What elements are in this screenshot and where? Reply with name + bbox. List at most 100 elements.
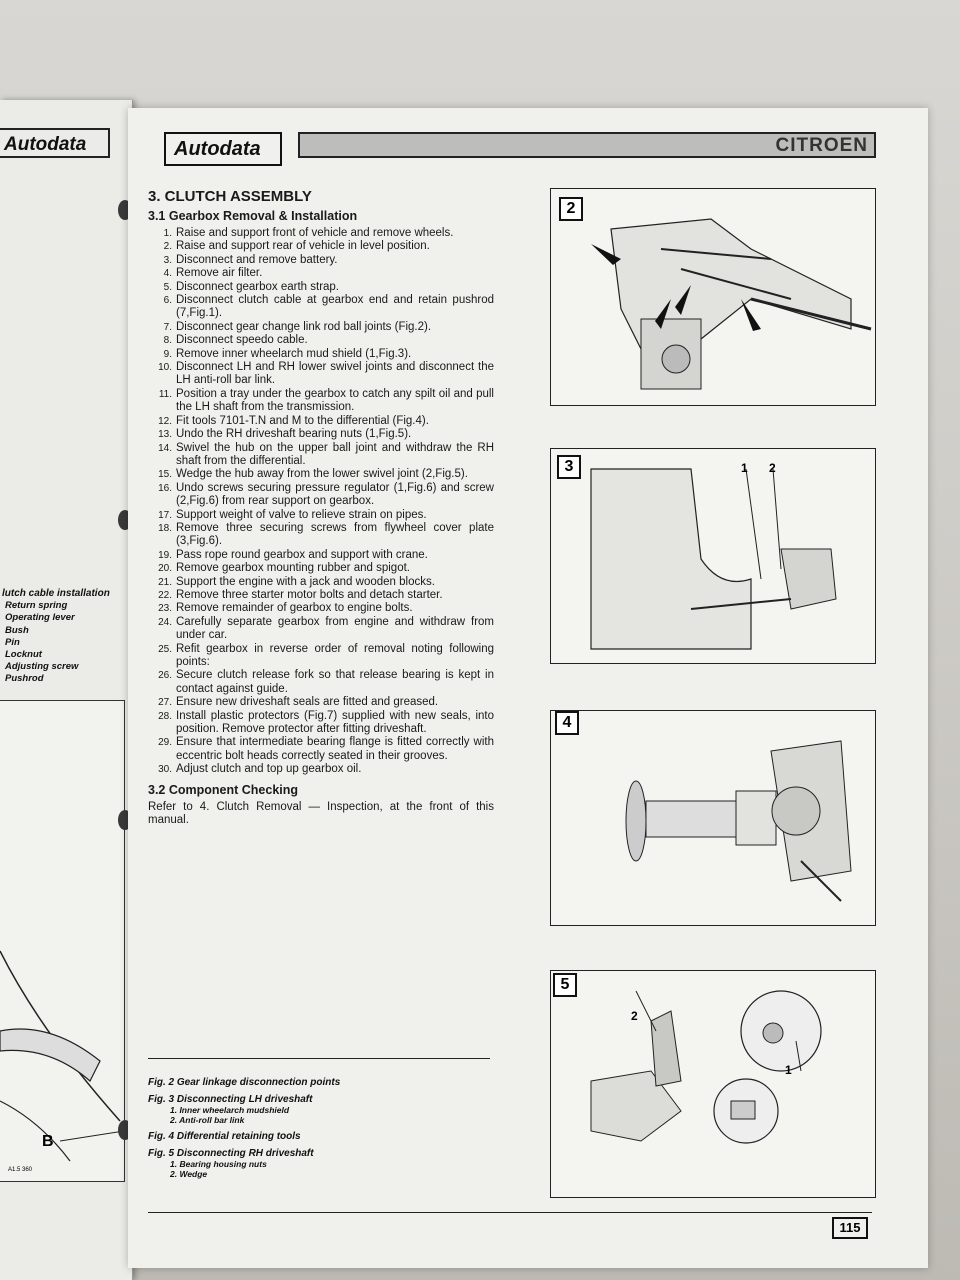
step-number: 27.: [158, 697, 172, 709]
figure-3: 3 1 2: [550, 448, 876, 664]
step-item: 11.Position a tray under the gearbox to …: [148, 388, 494, 415]
subsection-title-2: 3.2 Component Checking: [148, 782, 299, 797]
step-text: Remove inner wheelarch mud shield (1,Fig…: [176, 347, 412, 360]
figure-caption: Fig. 4 Differential retaining tools: [148, 1131, 301, 1142]
page-footer: 115: [148, 1212, 872, 1239]
step-text: Disconnect gear change link rod ball joi…: [176, 320, 432, 333]
step-number: 24.: [158, 616, 172, 628]
left-caption-title: lutch cable installation: [2, 588, 110, 599]
step-item: 28.Install plastic protectors (Fig.7) su…: [148, 710, 494, 737]
left-caption-item: Operating lever: [5, 612, 75, 624]
step-text: Wedge the hub away from the lower swivel…: [176, 468, 468, 481]
step-number: 3.: [163, 254, 172, 266]
figure-number: 5: [553, 973, 577, 997]
brand-header-bar: CITROEN: [298, 132, 876, 158]
left-caption-item: Return spring: [5, 600, 68, 612]
step-item: 6. Disconnect clutch cable at gearbox end…: [148, 294, 494, 321]
step-item: 4. Remove air filter.: [148, 267, 494, 280]
step-item: 24. Carefully separate gearbox from engin…: [148, 616, 494, 643]
reference-text: Refer to 4. Clutch Removal — Inspection,…: [148, 800, 494, 827]
step-number: 18.: [158, 522, 172, 534]
step-number: 10.: [158, 362, 172, 374]
step-item: 2.Raise and support rear of vehicle in l…: [148, 240, 494, 253]
figure-5: 5 2 1: [550, 970, 876, 1198]
step-item: 15. Wedge the hub away from the lower swi…: [148, 468, 494, 481]
step-text: Remove three starter motor bolts and det…: [176, 588, 443, 601]
figure-3-drawing: [590, 468, 837, 650]
figure-5-drawing: [590, 990, 822, 1144]
step-text: Remove gearbox mounting rubber and spigo…: [176, 562, 410, 575]
left-autodata-logo: Autodata: [0, 128, 110, 158]
step-text: Refit gearbox in reverse order of remova…: [176, 642, 494, 668]
figure-caption: Fig. 5 Disconnecting RH driveshaft: [148, 1148, 314, 1159]
step-item: 1.Raise and support front of vehicle and…: [148, 227, 494, 240]
figure-2: 2: [550, 188, 876, 406]
step-item: 7. Disconnect gear change link rod ball j…: [148, 321, 494, 334]
figure-2-drawing: [591, 218, 872, 390]
step-number: 12.: [158, 415, 172, 427]
figure-caption: Fig. 3 Disconnecting LH driveshaft: [148, 1094, 313, 1105]
step-number: 15.: [158, 469, 172, 481]
step-item: 20. Remove gearbox mounting rubber and sp…: [148, 562, 494, 575]
step-item: 16.Undo screws securing pressure regulat…: [148, 482, 494, 509]
step-number: 13.: [158, 429, 172, 441]
figure-number: 3: [557, 455, 581, 479]
step-text: Swivel the hub on the upper ball joint a…: [176, 441, 494, 467]
figure-number: 2: [559, 197, 583, 221]
figure-callout-1: 1: [785, 1063, 792, 1077]
step-text: Disconnect gearbox earth strap.: [176, 280, 340, 293]
left-page: Autodata lutch cable installation Return…: [0, 100, 133, 1280]
step-item: 25. Refit gearbox in reverse order of rem…: [148, 643, 494, 670]
step-number: 17.: [158, 509, 172, 521]
step-item: 8. Disconnect speedo cable.: [148, 334, 494, 347]
left-caption-item: Locknut: [5, 649, 42, 661]
left-caption-item: Pushrod: [5, 673, 44, 685]
step-text: Support weight of valve to relieve strai…: [176, 508, 427, 521]
figure-caption-item: 1. Inner wheelarch mudshield: [170, 1105, 290, 1115]
step-text: Carefully separate gearbox from engine a…: [176, 615, 494, 642]
step-number: 7.: [163, 321, 172, 333]
step-number: 22.: [158, 589, 172, 601]
left-figure-illustration: B A1.5 360: [0, 700, 125, 1182]
step-number: 5.: [163, 281, 172, 293]
step-text: Position a tray under the gearbox to cat…: [176, 387, 494, 414]
instructions-column: 3. CLUTCH ASSEMBLY 3.1 Gearbox Removal &…: [148, 188, 494, 827]
step-item: 26.Secure clutch release fork so that re…: [148, 669, 494, 696]
step-number: 4.: [163, 268, 172, 280]
step-text: Remove three securing screws from flywhe…: [176, 521, 494, 548]
step-text: Undo the RH driveshaft bearing nuts (1,F…: [176, 428, 412, 441]
figure-caption-item: 2. Anti-roll bar link: [170, 1115, 245, 1125]
step-text: Disconnect clutch cable at gearbox end a…: [176, 294, 494, 320]
left-caption-item: Pin: [5, 636, 20, 648]
step-number: 29.: [158, 737, 172, 749]
step-number: 8.: [163, 335, 172, 347]
step-text: Disconnect LH and RH lower swivel joints…: [176, 361, 494, 387]
figure-caption: Fig. 2 Gear linkage disconnection points: [148, 1077, 341, 1088]
step-item: 22. Remove three starter motor bolts and …: [148, 589, 494, 602]
manual-page: Autodata CITROEN 3. CLUTCH ASSEMBLY 3.1 …: [128, 108, 928, 1268]
step-text: Disconnect and remove battery.: [176, 253, 338, 266]
step-text: Fit tools 7101-T.N and M to the differen…: [176, 414, 429, 427]
step-item: 9.Remove inner wheelarch mud shield (1,F…: [148, 348, 494, 361]
step-number: 19.: [158, 549, 172, 561]
step-number: 26.: [158, 670, 172, 682]
step-item: 19.Pass rope round gearbox and support w…: [148, 549, 494, 562]
step-text: Adjust clutch and top up gearbox oil.: [176, 763, 362, 776]
step-item: 3. Disconnect and remove battery.: [148, 254, 494, 267]
step-item: 21.Support the engine with a jack and wo…: [148, 576, 494, 589]
step-text: Remove air filter.: [176, 267, 263, 280]
step-number: 6.: [163, 295, 172, 307]
step-number: 16.: [158, 482, 172, 494]
step-item: 30.Adjust clutch and top up gearbox oil.: [148, 763, 494, 776]
step-number: 20.: [158, 563, 172, 575]
left-caption-item: Adjusting screw: [5, 661, 79, 673]
step-number: 25.: [158, 643, 172, 655]
left-figure-label: B: [42, 1133, 54, 1150]
step-text: Ensure that intermediate bearing flange …: [176, 736, 494, 762]
left-figure-drawing: [0, 950, 124, 1162]
step-text: Raise and support rear of vehicle in lev…: [176, 240, 430, 253]
subsection-title: 3.1 Gearbox Removal & Installation: [148, 209, 358, 223]
step-number: 21.: [158, 576, 172, 588]
figure-callout-2: 2: [769, 461, 776, 475]
step-text: Disconnect speedo cable.: [176, 334, 308, 347]
